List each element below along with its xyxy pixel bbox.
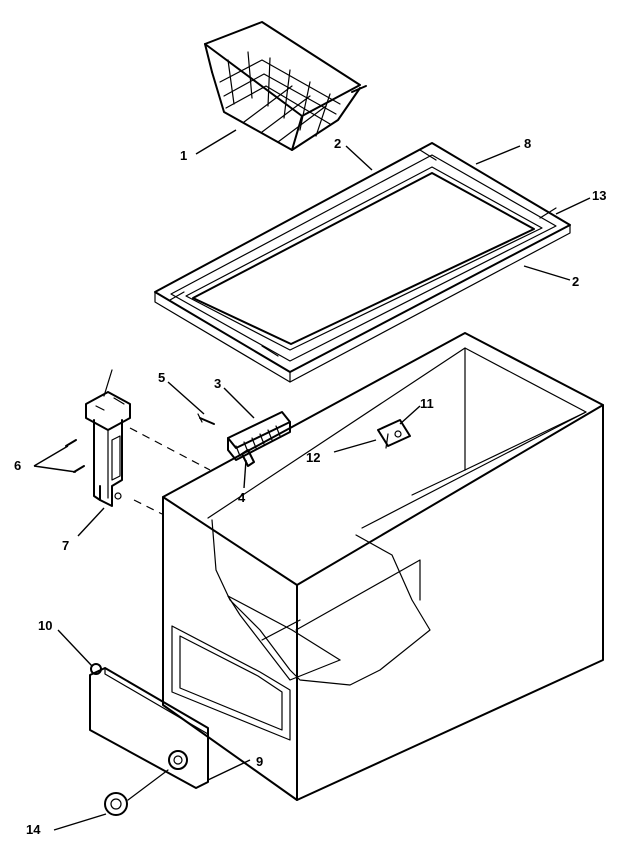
callout-7: 7 <box>62 538 69 553</box>
callout-2-upper: 2 <box>334 136 341 151</box>
lid-switch <box>377 419 411 449</box>
callout-1: 1 <box>180 148 187 163</box>
screw-pair <box>65 439 85 473</box>
alignment-lines <box>129 427 211 515</box>
freezer-cabinet <box>162 332 604 801</box>
hinge-bracket <box>85 369 131 507</box>
access-cover-panel <box>89 663 209 789</box>
callout-12: 12 <box>306 450 320 465</box>
callout-9: 9 <box>256 754 263 769</box>
knob-fastener <box>104 769 169 816</box>
leader-lines <box>33 129 591 831</box>
temperature-control <box>227 411 291 467</box>
callout-14: 14 <box>26 822 41 837</box>
callout-11: 11 <box>420 396 434 411</box>
callout-6: 6 <box>14 458 21 473</box>
wire-basket <box>204 21 367 151</box>
callout-10: 10 <box>38 618 52 633</box>
callout-4: 4 <box>238 490 246 505</box>
lid-gasket-frame <box>154 142 571 383</box>
callout-2-lower: 2 <box>572 274 579 289</box>
callout-13: 13 <box>592 188 606 203</box>
screw <box>197 413 215 425</box>
callout-8: 8 <box>524 136 531 151</box>
callout-3: 3 <box>214 376 221 391</box>
callout-labels: 1 2 8 13 2 5 3 11 12 6 4 7 10 9 14 <box>14 136 606 837</box>
callout-5: 5 <box>158 370 165 385</box>
